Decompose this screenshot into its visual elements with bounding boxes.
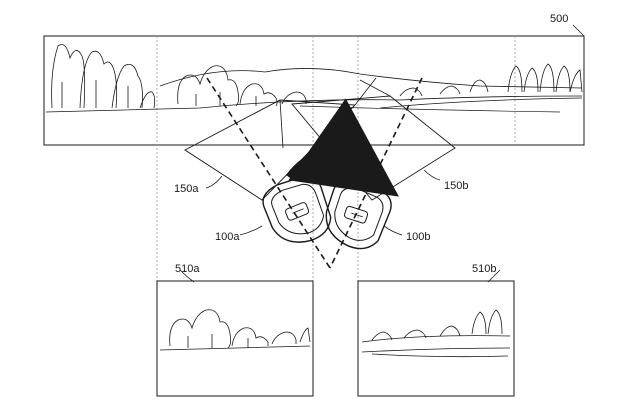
panorama-ground (45, 95, 583, 113)
field-of-view-right (291, 95, 456, 201)
panorama-image (43, 35, 585, 395)
view-left-image (156, 280, 314, 397)
device-left (262, 175, 332, 243)
device-left-label: 100a (215, 231, 240, 243)
rotation-arrow (285, 98, 399, 197)
view-right-label: 510b (472, 263, 496, 275)
panorama-left-trees (51, 44, 156, 109)
panorama-hill (159, 68, 583, 89)
device-right (325, 179, 392, 250)
device-right-label: 100b (406, 231, 430, 243)
view-left-label: 510a (175, 263, 200, 275)
fov-left-label: 150a (174, 183, 199, 195)
view-right-image (357, 280, 515, 397)
leader-lines (179, 24, 585, 283)
panorama-division-lines (156, 36, 516, 395)
view-rays (279, 77, 391, 149)
panorama-frame (43, 35, 585, 146)
panorama-mid-trees (177, 65, 307, 107)
panorama-label: 500 (550, 13, 568, 25)
panorama-right-trees (399, 63, 583, 97)
field-of-view-left (184, 99, 357, 201)
fov-right-label: 150b (444, 180, 468, 192)
